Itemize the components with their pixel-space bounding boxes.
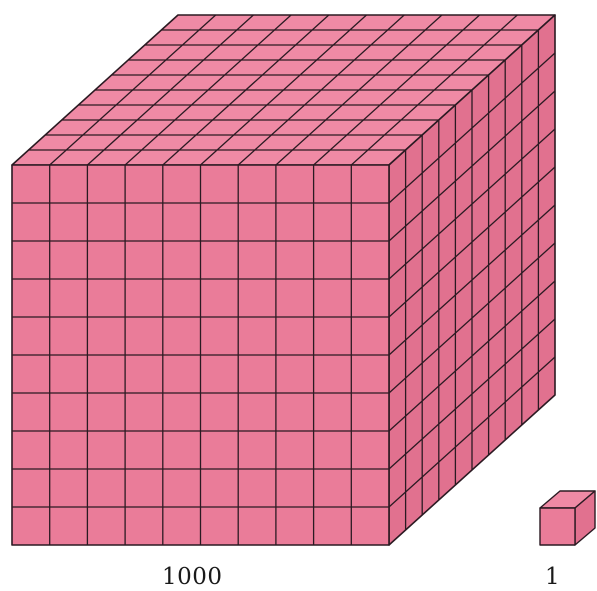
unit-cube-label: 1	[545, 566, 560, 589]
thousand-cube-label: 1000	[162, 566, 223, 589]
unit-cube-front-face	[540, 508, 575, 545]
thousand-cube	[12, 15, 555, 545]
unit-cube	[540, 491, 595, 545]
